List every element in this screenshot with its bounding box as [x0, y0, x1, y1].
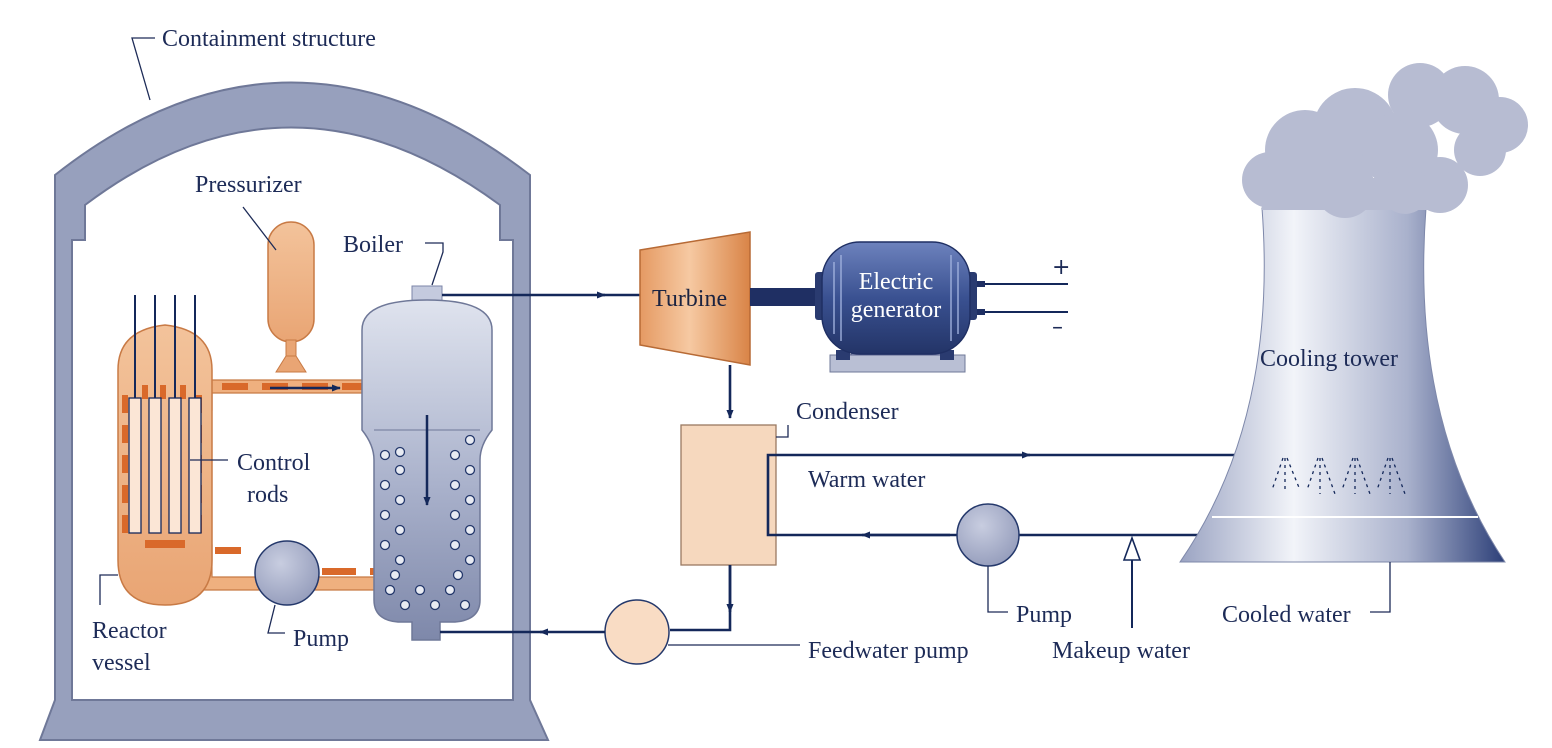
reactor-pump-leader: [267, 604, 285, 634]
generator-label-line2: generator: [851, 297, 942, 323]
reactor-vessel-leader: [99, 574, 118, 605]
pressurizer-label: Pressurizer: [195, 172, 302, 198]
cooled-water-label: Cooled water: [1222, 602, 1351, 628]
boiler-tubes: [379, 434, 476, 611]
boiler-label: Boiler: [343, 232, 403, 258]
feedwater-pump: [604, 599, 670, 665]
negative-terminal-label: –: [1052, 315, 1063, 340]
electric-generator: [815, 241, 1068, 373]
containment-leader: [131, 37, 155, 101]
condenser-leader: [776, 425, 789, 438]
cooling-water-pump: [956, 503, 1020, 567]
makeup-water-label: Makeup water: [1052, 638, 1190, 664]
makeup-water-arrow: [1122, 535, 1142, 561]
cooling-tower: [1179, 207, 1506, 563]
turbine-label: Turbine: [652, 286, 727, 312]
cooled-water-leader: [1370, 562, 1391, 613]
reactor-pump: [254, 540, 320, 606]
control-rods: [128, 295, 202, 534]
positive-terminal-label: +: [1052, 255, 1070, 280]
boiler-leader: [425, 242, 444, 286]
spray-nozzles: [1271, 457, 1406, 495]
turbine: [639, 231, 751, 366]
generator-label-line1: Electric: [859, 269, 934, 295]
control-rods-label-line2: rods: [247, 482, 288, 508]
control-rods-label-line1: Control: [237, 450, 311, 476]
turbine-shaft: [750, 288, 822, 306]
containment-structure-label: Containment structure: [162, 26, 376, 52]
pressurizer-leader: [242, 206, 277, 251]
pressurizer: [267, 221, 315, 373]
condenser: [680, 424, 777, 566]
condensate-pipe: [670, 565, 732, 632]
reactor-pump-label: Pump: [293, 626, 349, 652]
steam-cloud: [1242, 63, 1528, 218]
cooling-pump-leader: [987, 566, 1008, 613]
condenser-label: Condenser: [796, 399, 899, 425]
reactor-vessel-label-line1: Reactor: [92, 618, 167, 644]
cooling-pump-label: Pump: [1016, 602, 1072, 628]
reactor-vessel: [117, 295, 213, 606]
feedwater-pump-label: Feedwater pump: [808, 638, 969, 664]
warm-water-label: Warm water: [808, 467, 925, 493]
reactor-vessel-label-line2: vessel: [92, 650, 151, 676]
cooling-tower-label: Cooling tower: [1260, 346, 1398, 372]
